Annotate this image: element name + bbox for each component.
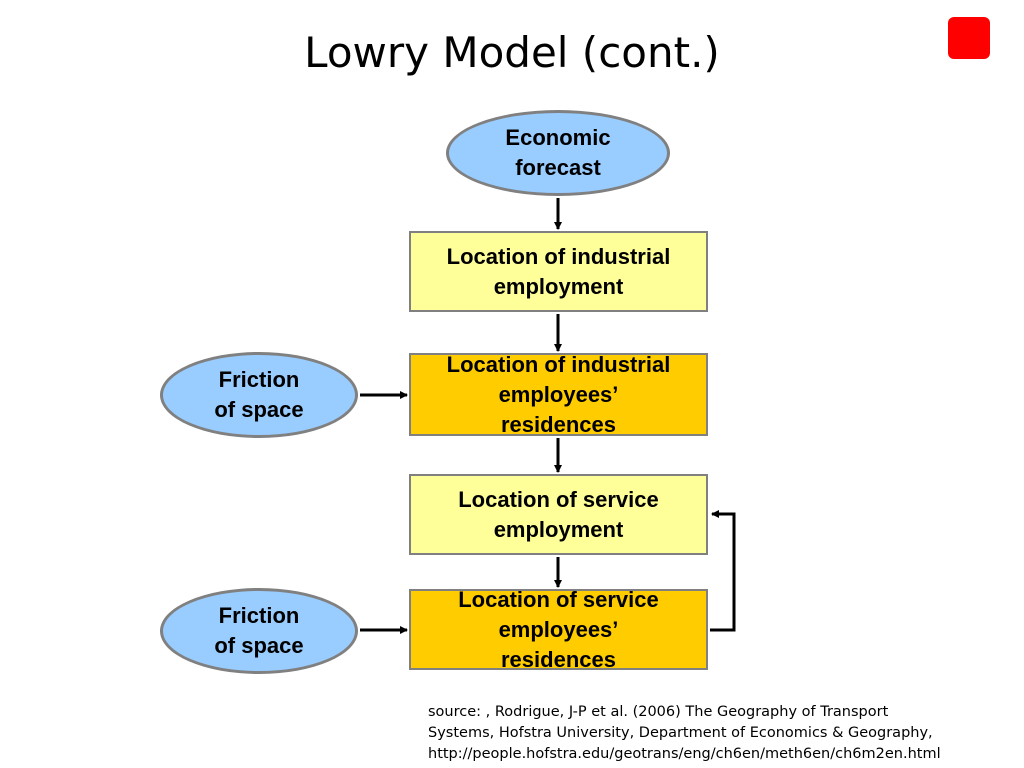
industrial-employment-label: Location of industrial employment [446, 243, 671, 299]
economic-forecast-node: Economic forecast [446, 110, 670, 196]
service-employment-label: Location of service employment [458, 486, 659, 542]
service-residences-node: Location of service employees’ residence… [409, 587, 708, 672]
slide-title: Lowry Model (cont.) [304, 28, 720, 77]
service-employment-node: Location of service employment [409, 474, 708, 555]
friction-of-space-node-1: Friction of space [160, 352, 358, 438]
friction-of-space-label-2: Friction of space [214, 603, 304, 658]
industrial-employment-node: Location of industrial employment [409, 231, 708, 312]
friction-of-space-node-2: Friction of space [160, 588, 358, 674]
red-square-icon [948, 17, 990, 59]
friction-of-space-label-1: Friction of space [214, 367, 304, 422]
service-residences-label: Location of service employees’ residence… [458, 586, 659, 672]
industrial-residences-node: Location of industrial employees’ reside… [409, 352, 708, 437]
feedback-arrow-service-residences-to-employment [710, 510, 736, 632]
source-link[interactable]: http://people.hofstra.edu/geotrans/eng/c… [428, 746, 941, 762]
source-line-1: source: , Rodrigue, J-P et al. (2006) Th… [428, 704, 889, 720]
source-citation: source: , Rodrigue, J-P et al. (2006) Th… [428, 702, 1018, 765]
economic-forecast-label: Economic forecast [505, 125, 611, 180]
industrial-residences-label: Location of industrial employees’ reside… [446, 351, 671, 437]
source-line-2: Systems, Hofstra University, Department … [428, 725, 933, 741]
